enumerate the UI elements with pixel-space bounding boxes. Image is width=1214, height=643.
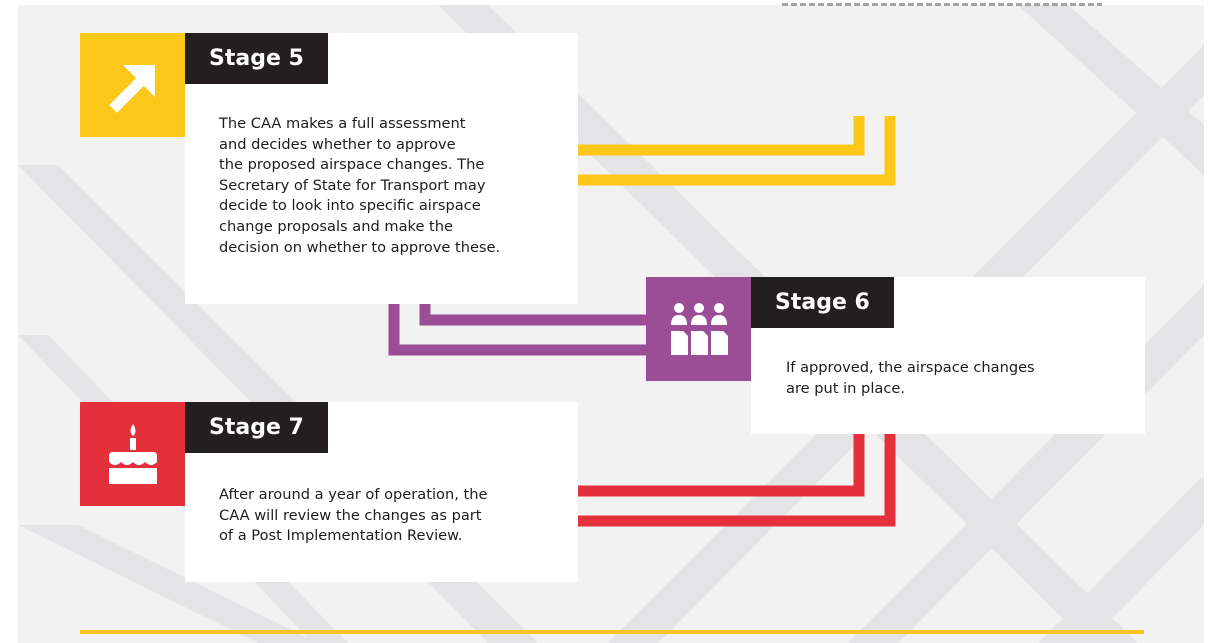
stage-5-title: Stage 5 bbox=[185, 33, 328, 84]
stage-7-description: After around a year of operation, the CA… bbox=[219, 486, 488, 545]
connector-yellow-outer bbox=[578, 116, 896, 186]
connector-purple-outer bbox=[388, 304, 648, 356]
stage-5-icon-tile bbox=[80, 33, 185, 137]
stage-7-icon-tile bbox=[80, 402, 185, 506]
people-documents-icon bbox=[670, 303, 728, 355]
stage-5-description: The CAA makes a full assessment and deci… bbox=[219, 115, 501, 256]
stage-6-title: Stage 6 bbox=[751, 277, 894, 328]
connector-red-inner bbox=[578, 434, 865, 497]
stage-7-title: Stage 7 bbox=[185, 402, 328, 453]
connector-yellow-inner bbox=[578, 116, 865, 156]
connector-purple-inner bbox=[419, 304, 648, 326]
connector-red-outer bbox=[578, 434, 896, 527]
stage-6-description: If approved, the airspace changes are pu… bbox=[786, 359, 1035, 397]
cropped-text-fragment bbox=[782, 0, 1102, 6]
birthday-cake-icon bbox=[108, 424, 157, 484]
bottom-rule bbox=[80, 630, 1144, 634]
stage-6-icon-tile bbox=[646, 277, 751, 381]
arrow-up-right-icon bbox=[108, 65, 155, 113]
